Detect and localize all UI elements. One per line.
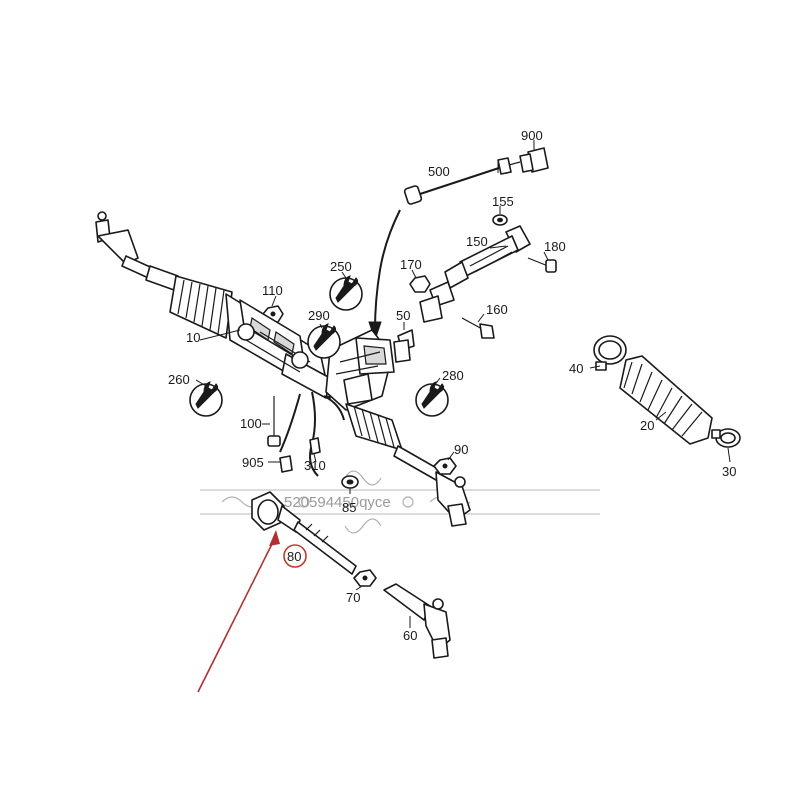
leader-lines [195, 140, 731, 628]
label-500: 500 [428, 164, 450, 179]
part-155-washer [492, 214, 508, 226]
label-50: 50 [396, 308, 410, 323]
label-40: 40 [569, 361, 583, 376]
part-100-bolt [267, 396, 281, 447]
part-80-inner-tie-rod [251, 491, 357, 575]
label-80: 80 [287, 549, 301, 564]
label-85: 85 [342, 500, 356, 515]
label-170: 170 [400, 257, 422, 272]
highlight-circle [283, 544, 307, 568]
part-30-clamp [711, 428, 741, 448]
label-180: 180 [544, 239, 566, 254]
part-180-bolt [527, 257, 557, 273]
callout-labels: 900 500 155 150 180 250 170 110 290 50 1… [168, 128, 736, 643]
watermark-text: 520594450qyce [284, 494, 391, 511]
part-900-grommet [504, 147, 549, 173]
wrench-icon-250 [329, 275, 363, 311]
label-155: 155 [492, 194, 514, 209]
part-905-clip [279, 455, 293, 473]
part-60-tie-rod-end [383, 583, 451, 659]
label-90: 90 [454, 442, 468, 457]
part-20-boot [619, 355, 713, 445]
label-160: 160 [486, 302, 508, 317]
red-pointer-arrow [197, 530, 280, 693]
label-30: 30 [722, 464, 736, 479]
label-150: 150 [466, 234, 488, 249]
label-60: 60 [403, 628, 417, 643]
part-310-fastener [309, 437, 321, 455]
label-900: 900 [521, 128, 543, 143]
label-310: 310 [304, 458, 326, 473]
label-70: 70 [346, 590, 360, 605]
part-500-cable [368, 157, 512, 342]
part-160-bolt [461, 317, 495, 339]
part-90-nut [433, 457, 457, 475]
part-10-steering-rack [95, 211, 471, 527]
label-280: 280 [442, 368, 464, 383]
label-260: 260 [168, 372, 190, 387]
label-290: 290 [308, 308, 330, 323]
label-110: 110 [262, 283, 283, 298]
part-85-washer [341, 475, 359, 489]
label-100: 100 [240, 416, 262, 431]
part-40-clamp [593, 335, 627, 371]
label-10: 10 [186, 330, 200, 345]
wrench-icon-280 [415, 381, 449, 417]
part-70-nut [353, 569, 377, 587]
label-250: 250 [330, 259, 352, 274]
part-50-bracket [393, 329, 415, 363]
wrench-icon-290 [307, 323, 341, 359]
part-170-nut [409, 275, 431, 293]
label-905: 905 [242, 455, 264, 470]
wrench-icon-260 [189, 381, 223, 417]
label-20: 20 [640, 418, 654, 433]
